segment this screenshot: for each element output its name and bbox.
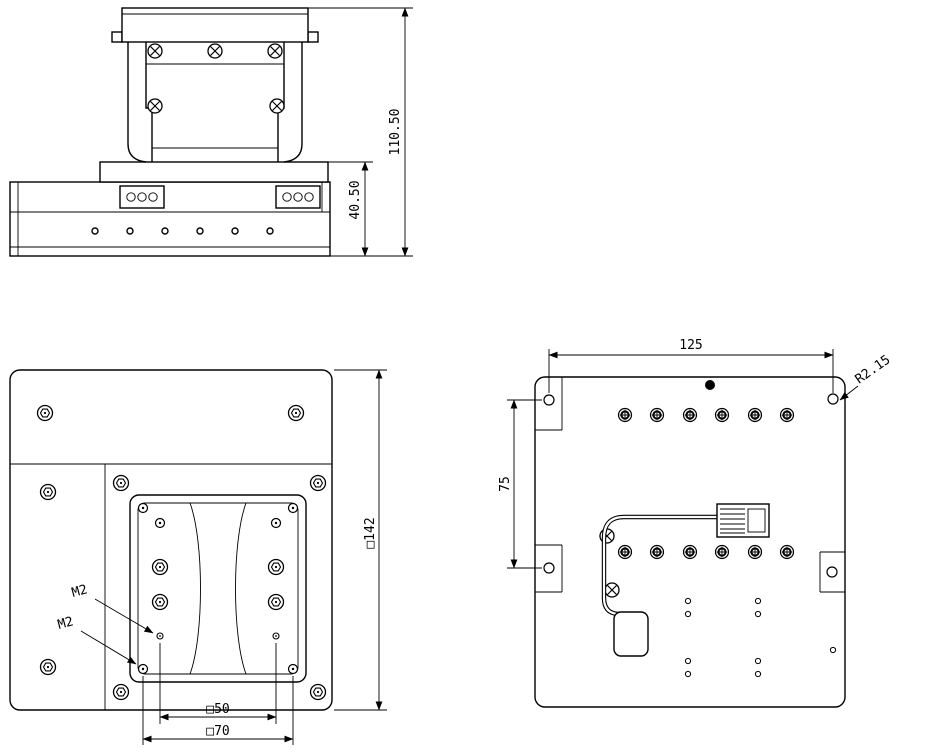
front-screws — [147, 43, 285, 114]
plate-waist-profile — [189, 502, 247, 675]
dim-total-height-label: 110.50 — [388, 109, 403, 156]
radius-callout-label: R2.15 — [853, 353, 894, 388]
dim-outer-square-label: □70 — [206, 724, 229, 739]
dim-hole-span-v-label: 75 — [498, 476, 513, 492]
m2-callout-1: M2 — [70, 582, 89, 601]
sensor-box — [613, 611, 649, 657]
plan-dimensions: □142 □50 □70 — [142, 369, 387, 745]
back-view: 125 75 R2.15 — [498, 338, 894, 708]
m2-callout-2: M2 — [56, 614, 75, 633]
top-plate — [111, 7, 319, 43]
guide-blocks — [119, 185, 321, 209]
back-plate — [534, 376, 846, 708]
dim-inner-square-label: □50 — [206, 702, 229, 717]
bracket-plate — [129, 494, 307, 683]
plan-view: M2 M2 □142 □50 □70 — [9, 369, 387, 745]
stage-table — [99, 161, 329, 183]
base-holes — [91, 227, 274, 235]
front-dimensions: 110.50 40.50 — [308, 7, 413, 257]
dim-hole-span-h-label: 125 — [679, 338, 702, 353]
dim-stage-height-label: 40.50 — [348, 180, 363, 219]
connector — [716, 503, 770, 538]
mount-tab-outlines — [535, 377, 845, 593]
dowel-pin-filled — [705, 380, 715, 390]
front-view: 110.50 40.50 — [9, 7, 413, 257]
dim-overall-square-label: □142 — [363, 517, 378, 548]
thread-callouts: M2 M2 — [56, 582, 154, 665]
